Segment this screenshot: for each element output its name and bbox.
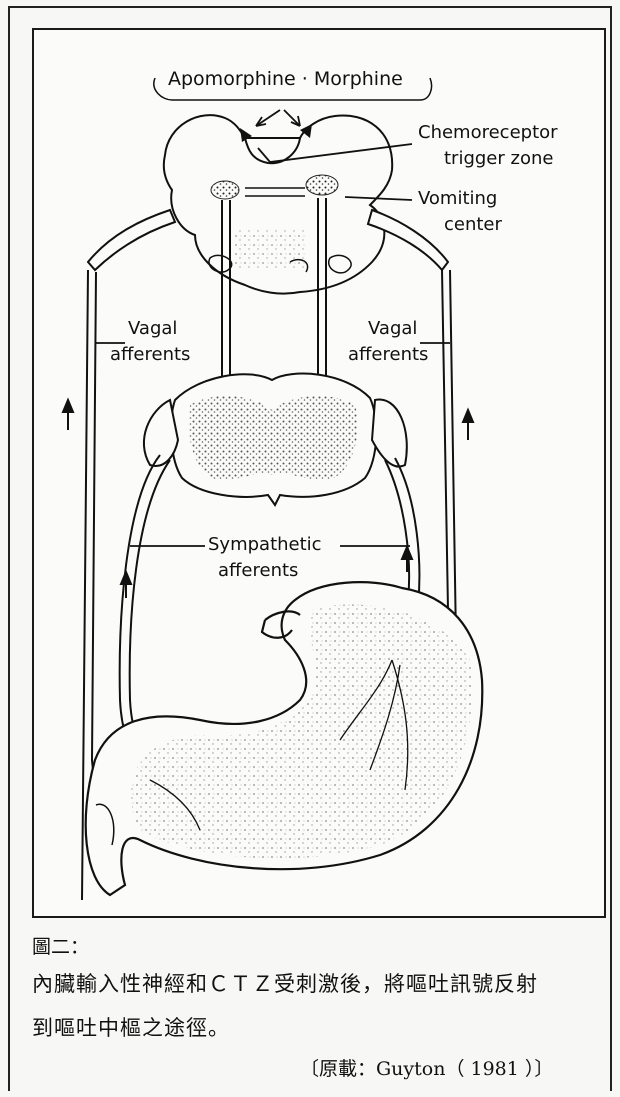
vagal-left-label-line1: Vagal bbox=[128, 318, 177, 340]
brainstem-stipple bbox=[235, 230, 305, 270]
vagal-right-label-line2: afferents bbox=[348, 344, 428, 366]
vagal-left-label-line2: afferents bbox=[110, 344, 190, 366]
sympathetic-label-line1: Sympathetic bbox=[208, 534, 322, 556]
caption-line1: 內臟輸入性神經和ＣＴＺ受刺激後，將嘔吐訊號反射 bbox=[32, 968, 538, 998]
vomiting-center-left bbox=[211, 181, 239, 199]
figure-label: 圖二： bbox=[32, 932, 89, 959]
ctz-label-line1: Chemoreceptor bbox=[418, 122, 558, 144]
vagal-right-label-line1: Vagal bbox=[368, 318, 417, 340]
sympathetic-label-line2: afferents bbox=[218, 560, 298, 582]
vagal-afferent-right bbox=[442, 270, 456, 640]
caption-source: 〔原載：Guyton（ 1981 ）〕 bbox=[300, 1054, 553, 1081]
drug-label: Apomorphine · Morphine bbox=[168, 68, 403, 90]
vomiting-center-label-line2: center bbox=[444, 214, 502, 236]
drug-arrows bbox=[256, 110, 300, 126]
ctz-label-line2: trigger zone bbox=[444, 148, 553, 170]
vomiting-center-right bbox=[306, 175, 338, 195]
caption-line2: 到嘔吐中樞之途徑。 bbox=[32, 1012, 230, 1042]
vomiting-center-label-line1: Vomiting bbox=[418, 188, 497, 210]
